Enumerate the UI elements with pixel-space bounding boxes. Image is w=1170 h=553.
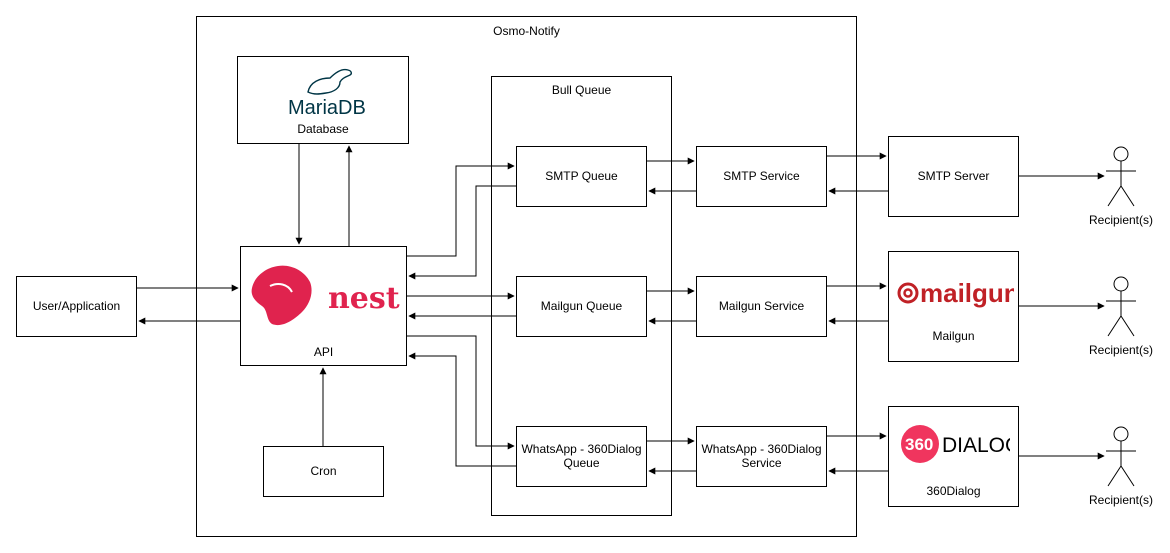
recipient-label: Recipient(s): [1088, 213, 1154, 227]
mailgun-at-icon: [897, 282, 919, 304]
whatsapp-queue-label: WhatsApp - 360Dialog Queue: [521, 442, 642, 470]
smtp-queue-node[interactable]: [516, 146, 647, 207]
nest-cat-icon: [251, 265, 312, 326]
dialog360-logo: 360 DIALOG: [901, 425, 1010, 463]
nest-wordmark: nest: [328, 281, 400, 316]
mailgun-queue-node[interactable]: [516, 276, 647, 337]
osmo-notify-title: Osmo-Notify: [493, 24, 560, 38]
mailgun-service-node[interactable]: [696, 276, 827, 337]
database-label: Database: [297, 122, 349, 136]
user-application-label: User/Application: [32, 299, 121, 313]
database-node[interactable]: [237, 56, 409, 144]
mailgun-service-label: Mailgun Service: [718, 299, 805, 313]
cron-node[interactable]: [263, 446, 384, 497]
api-label: API: [313, 345, 334, 359]
dialog360-badge-text: 360: [905, 435, 933, 454]
mailgun-queue-label: Mailgun Queue: [540, 299, 623, 313]
smtp-service-label: SMTP Service: [723, 169, 800, 183]
dialog360-label: 360Dialog: [926, 484, 981, 498]
nest-logo: nest: [251, 265, 400, 326]
recipient-label: Recipient(s): [1088, 493, 1154, 507]
recipient-actor-icon: [1106, 146, 1136, 207]
smtp-service-node[interactable]: [696, 146, 827, 207]
recipient-actor-icon: [1106, 276, 1136, 337]
smtp-server-label: SMTP Server: [917, 169, 990, 183]
cron-label: Cron: [310, 464, 337, 478]
smtp-server-node[interactable]: [888, 136, 1019, 217]
mailgun-wordmark: mailgun: [920, 278, 1014, 308]
whatsapp-queue-node[interactable]: [516, 426, 647, 487]
whatsapp-service-label: WhatsApp - 360Dialog Service: [701, 442, 822, 470]
whatsapp-service-node[interactable]: [696, 426, 827, 487]
dialog360-wordmark: DIALOG: [942, 434, 1010, 457]
recipient-label: Recipient(s): [1088, 343, 1154, 357]
user-application-node[interactable]: [16, 276, 137, 337]
mariadb-wordmark: MariaDB: [288, 97, 366, 119]
mailgun-node[interactable]: [888, 251, 1019, 362]
dialog360-badge-icon: [901, 425, 939, 463]
smtp-queue-label: SMTP Queue: [545, 169, 618, 183]
mailgun-label: Mailgun: [932, 329, 975, 343]
mariadb-logo: MariaDB: [288, 68, 366, 119]
mariadb-seal-icon: [307, 68, 352, 95]
recipient-actor-icon: [1106, 426, 1136, 487]
mailgun-logo: mailgun: [897, 278, 1014, 308]
bull-queue-title: Bull Queue: [551, 83, 612, 97]
